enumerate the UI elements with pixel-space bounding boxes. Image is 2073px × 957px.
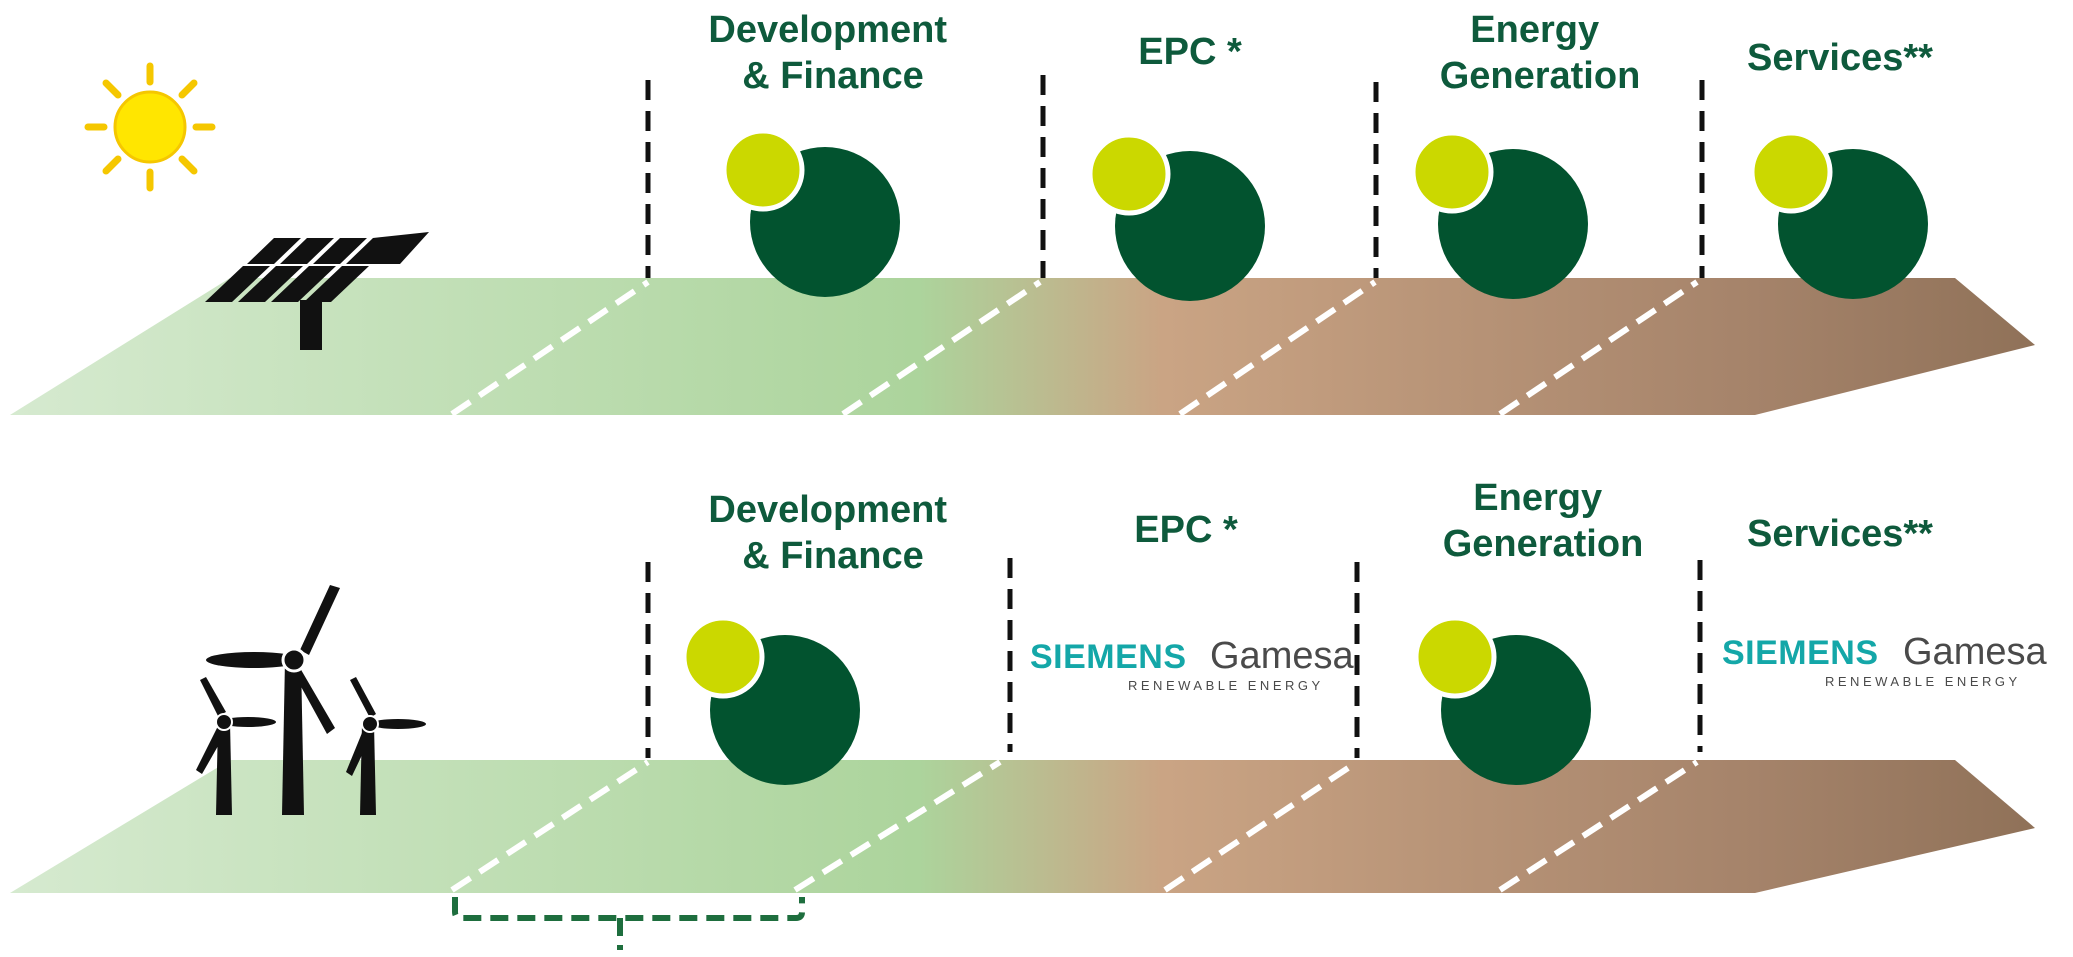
sun-icon bbox=[84, 62, 216, 192]
stage-label-generation: Energy Generation bbox=[1443, 477, 1644, 565]
stage-label-development: Development & Finance bbox=[708, 9, 957, 97]
company-logo bbox=[681, 615, 860, 785]
ground-divider bbox=[793, 759, 1002, 893]
solar-ground-band bbox=[10, 278, 2035, 415]
stage-label-services: Services** bbox=[1747, 513, 1933, 555]
ground-divider bbox=[1498, 759, 1699, 893]
stage-label-generation: Energy Generation bbox=[1440, 9, 1641, 97]
stage-label-epc: EPC * bbox=[1134, 509, 1238, 551]
ground-divider bbox=[450, 759, 650, 893]
wind-row: Development & Finance EPC * Energy Gener… bbox=[10, 477, 2047, 950]
company-logo bbox=[1413, 615, 1591, 785]
partner-logo: SIEMENS Gamesa RENEWABLE ENERGY bbox=[1030, 635, 1354, 693]
solar-panel-icon bbox=[205, 232, 429, 350]
stage-label-development: Development & Finance bbox=[708, 489, 957, 577]
partner-logo-tagline: RENEWABLE ENERGY bbox=[1128, 678, 1324, 693]
company-logo bbox=[1087, 132, 1265, 301]
partner-logo-name: SIEMENS bbox=[1722, 634, 1879, 672]
ground-divider bbox=[1178, 279, 1377, 417]
partner-logo-tagline: RENEWABLE ENERGY bbox=[1825, 674, 2021, 689]
solar-row: Development & Finance EPC * Energy Gener… bbox=[10, 9, 2035, 417]
company-logo bbox=[1410, 130, 1588, 299]
ground-divider bbox=[841, 279, 1042, 417]
partner-logo-suffix: Gamesa bbox=[1903, 631, 2047, 673]
partner-logo: SIEMENS Gamesa RENEWABLE ENERGY bbox=[1722, 631, 2047, 689]
ground-divider bbox=[1163, 759, 1359, 893]
ground-divider bbox=[450, 279, 650, 417]
company-logo bbox=[1749, 130, 1928, 299]
stage-label-epc: EPC * bbox=[1138, 31, 1242, 73]
stage-label-services: Services** bbox=[1747, 37, 1933, 79]
partner-logo-suffix: Gamesa bbox=[1210, 635, 1354, 677]
ground-divider bbox=[1498, 279, 1699, 417]
development-bracket bbox=[452, 897, 805, 950]
wind-ground-band bbox=[10, 760, 2035, 893]
company-logo bbox=[721, 128, 900, 297]
partner-logo-name: SIEMENS bbox=[1030, 638, 1187, 676]
wind-turbine-icon bbox=[196, 585, 426, 815]
